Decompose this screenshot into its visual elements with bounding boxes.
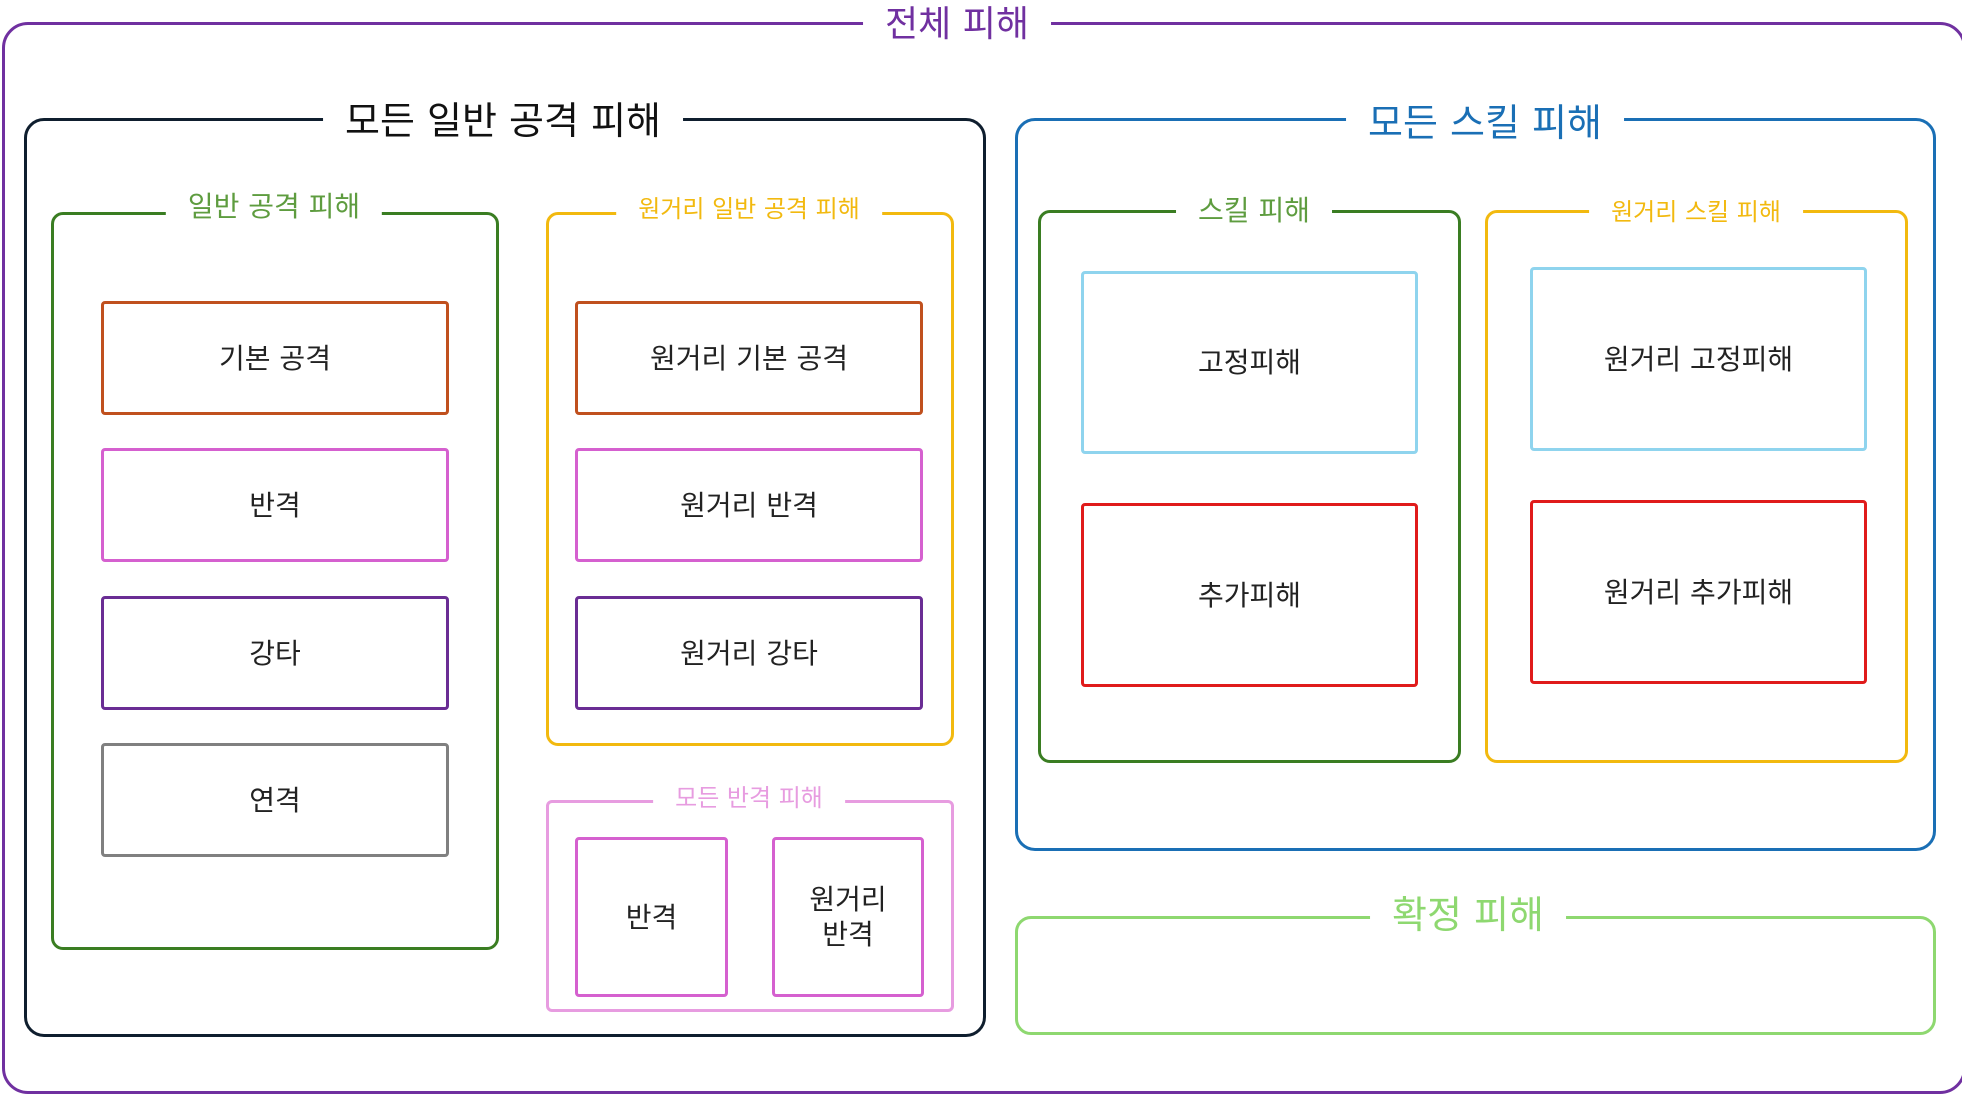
ranged-counter-label: 원거리 반격 (680, 488, 818, 522)
smash-label: 강타 (249, 636, 301, 670)
ranged-fixed-damage-box: 원거리 고정피해 (1530, 267, 1867, 451)
ranged-smash-label: 원거리 강타 (680, 636, 818, 670)
confirmed-damage-title: 확정 피해 (1370, 896, 1566, 934)
all-counter-title: 모든 반격 피해 (653, 786, 845, 810)
normal-attack-title: 일반 공격 피해 (165, 193, 383, 221)
fixed-damage-label: 고정피해 (1197, 346, 1302, 379)
ranged-counter-box: 원거리 반격 (575, 448, 923, 562)
smash-box: 강타 (101, 596, 449, 710)
counter-all-counter-label: 반격 (625, 900, 678, 934)
ranged-smash-box: 원거리 강타 (575, 596, 923, 710)
counter-all-ranged-counter-label: 원거리 반격 (809, 883, 887, 951)
all-normal-attack-title: 모든 일반 공격 피해 (323, 102, 683, 140)
ranged-extra-damage-box: 원거리 추가피해 (1530, 500, 1867, 684)
combo-label: 연격 (249, 783, 301, 817)
ranged-normal-attack-title: 원거리 일반 공격 피해 (616, 197, 882, 221)
counter-all-counter-box: 반격 (575, 837, 728, 997)
skill-title: 스킬 피해 (1176, 197, 1332, 225)
counter-box: 반격 (101, 448, 449, 562)
counter-label: 반격 (249, 488, 301, 522)
extra-damage-label: 추가피해 (1197, 578, 1302, 612)
combo-box: 연격 (101, 743, 449, 857)
basic-attack-box: 기본 공격 (101, 301, 449, 415)
extra-damage-box: 추가피해 (1081, 503, 1418, 687)
ranged-extra-damage-label: 원거리 추가피해 (1603, 575, 1794, 609)
fixed-damage-box: 고정피해 (1081, 271, 1418, 454)
ranged-fixed-damage-label: 원거리 고정피해 (1603, 342, 1794, 376)
all-skill-title: 모든 스킬 피해 (1346, 104, 1624, 142)
counter-all-ranged-counter-box: 원거리 반격 (772, 837, 924, 997)
basic-attack-label: 기본 공격 (219, 341, 331, 375)
total-damage-title: 전체 피해 (863, 7, 1051, 43)
ranged-basic-attack-box: 원거리 기본 공격 (575, 301, 923, 415)
ranged-basic-attack-label: 원거리 기본 공격 (649, 341, 849, 375)
ranged-skill-title: 원거리 스킬 피해 (1589, 200, 1803, 224)
